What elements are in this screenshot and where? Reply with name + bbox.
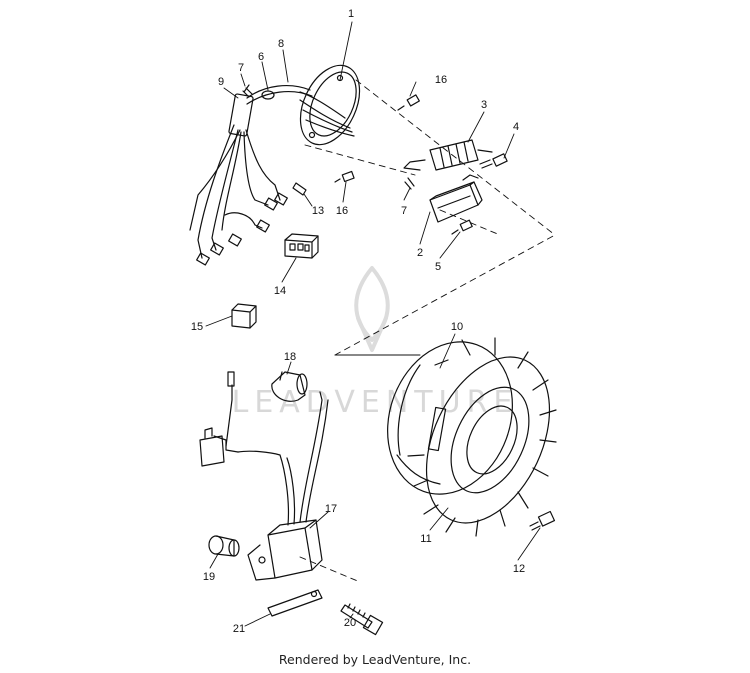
- callout-13: 13: [312, 205, 324, 217]
- grommet: [261, 90, 275, 100]
- cooling-fins: [407, 337, 557, 537]
- bolt-20: [340, 603, 384, 636]
- callout-6: 6: [258, 51, 264, 63]
- callout-18: 18: [284, 351, 296, 363]
- spark-plug-cap: [271, 371, 308, 402]
- leader-lines: [205, 21, 541, 627]
- cdi-module: [429, 174, 483, 223]
- bolt-4: [479, 153, 508, 169]
- callout-7-lower: 7: [401, 205, 407, 217]
- callout-2: 2: [417, 247, 423, 259]
- terminal-13: [292, 182, 307, 196]
- callout-9: 9: [218, 76, 224, 88]
- callout-4: 4: [513, 121, 519, 133]
- charging-coil: [403, 139, 493, 171]
- screw-7-lower: [404, 177, 415, 190]
- connector-14: [284, 233, 319, 259]
- callout-14: 14: [274, 285, 286, 297]
- wire-harness: [189, 93, 288, 266]
- callout-7-top: 7: [238, 62, 244, 74]
- flywheel: [387, 337, 557, 537]
- callout-19: 19: [203, 571, 215, 583]
- callout-8: 8: [278, 38, 284, 50]
- screw-5: [451, 219, 473, 235]
- bushing-19: [208, 535, 240, 557]
- flame-logo-icon: [354, 266, 390, 352]
- callout-16-lower: 16: [336, 205, 348, 217]
- screw-16-upper: [397, 94, 420, 111]
- alignment-lines: [299, 79, 556, 583]
- callout-11: 11: [420, 533, 431, 545]
- callout-3: 3: [481, 99, 487, 111]
- callout-labels: 1 2 3 4 5 6 7 7 8 9 10 11 12 13 14 15 16…: [191, 8, 525, 635]
- screw-16-lower: [334, 170, 355, 183]
- ignition-coil: [213, 384, 329, 581]
- callout-1: 1: [348, 8, 354, 20]
- callout-12: 12: [513, 563, 525, 575]
- callout-10: 10: [451, 321, 463, 333]
- footer-credit: Rendered by LeadVenture, Inc.: [278, 652, 472, 667]
- stator-plate: [299, 64, 361, 146]
- callout-20: 20: [344, 617, 356, 629]
- callout-16-upper: 16: [435, 74, 447, 86]
- bolt-12: [529, 510, 556, 531]
- callout-15: 15: [191, 321, 203, 333]
- callout-21: 21: [233, 623, 245, 635]
- ignition-connector: [199, 427, 225, 467]
- callout-17: 17: [325, 503, 337, 515]
- callout-5: 5: [435, 261, 441, 273]
- bracket-21: [267, 589, 323, 617]
- connector-15: [231, 303, 257, 329]
- lead-terminal: [227, 371, 235, 387]
